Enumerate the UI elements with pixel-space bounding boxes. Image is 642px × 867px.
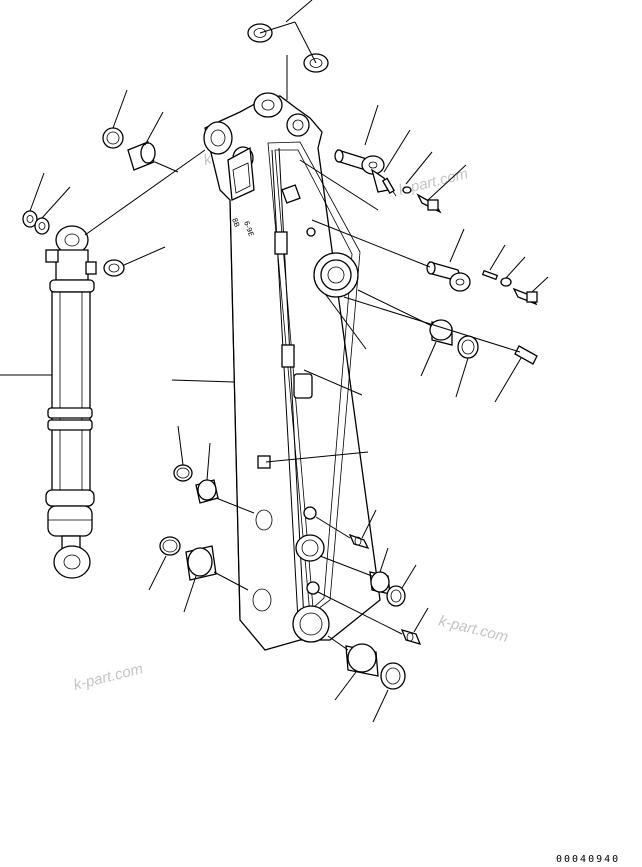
middle-pin-assembly — [311, 219, 549, 306]
watermark-bottom-left: k-part.com — [72, 660, 145, 694]
drawing-number: 00040940 — [556, 854, 620, 865]
lower-right-parts — [315, 509, 429, 723]
upper-pin-assembly — [299, 104, 467, 214]
hydraulic-cylinder — [45, 149, 206, 579]
lower-left-bushings — [148, 425, 255, 613]
boss-bushing-set — [303, 289, 538, 403]
watermark-bottom-right: k-part.com — [437, 612, 510, 646]
top-left-bushing-set — [102, 89, 179, 173]
top-shim-pair — [247, 0, 329, 100]
leader-lines — [0, 374, 369, 463]
arm-marking-1: 8B — [230, 217, 241, 229]
arm-body: 8B 6-9E — [203, 92, 381, 651]
cylinder-shims — [22, 172, 166, 277]
